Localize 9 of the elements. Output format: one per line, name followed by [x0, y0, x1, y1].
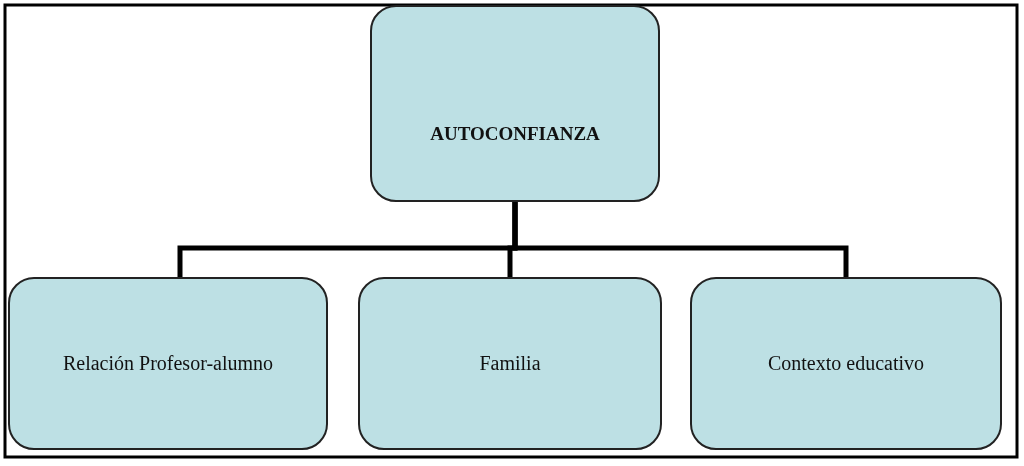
- node-label: Contexto educativo: [767, 351, 925, 376]
- node-label: Familia: [479, 351, 541, 376]
- branch-box: [690, 277, 1002, 450]
- connector-line: [512, 202, 849, 277]
- root-box: [370, 5, 660, 202]
- node-label: Relación Profesor-alumno: [62, 351, 274, 376]
- branch-box: [8, 277, 328, 450]
- node-label: AUTOCONFIANZA: [430, 121, 600, 146]
- branch-box: [358, 277, 662, 450]
